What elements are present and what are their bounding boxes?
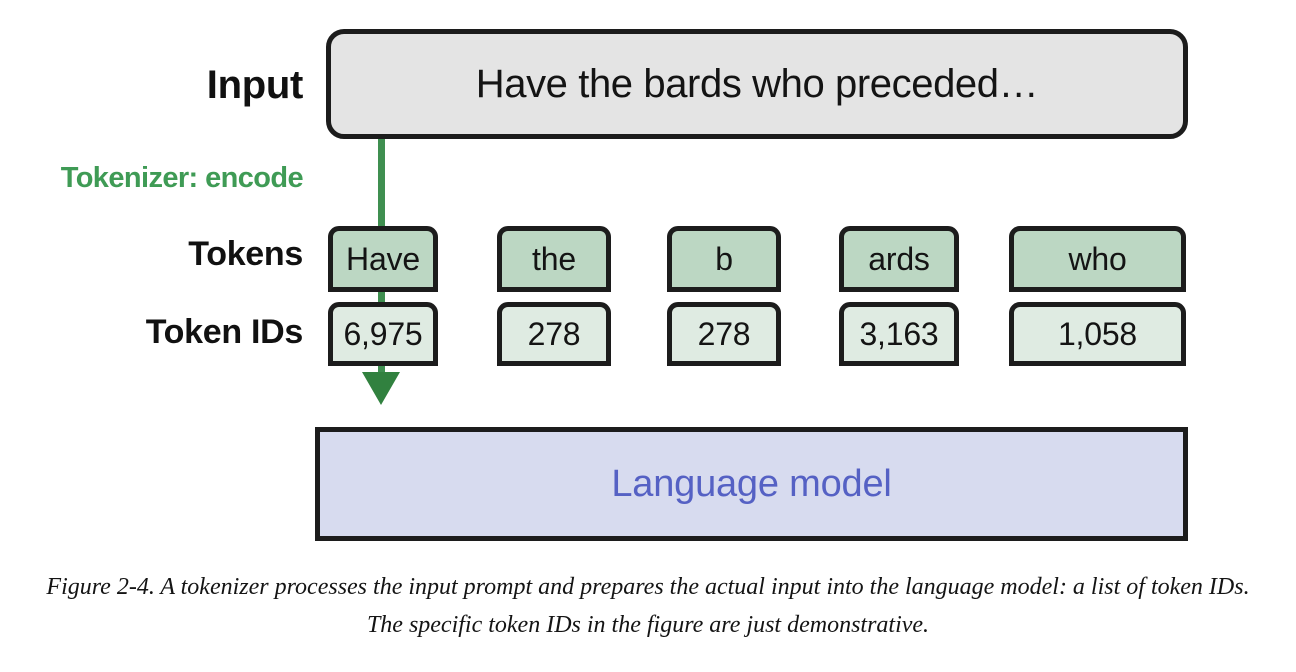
label-tokens: Tokens (188, 235, 303, 273)
language-model-text: Language model (611, 462, 892, 505)
label-tokenizer-encode: Tokenizer: encode (60, 162, 304, 194)
figure-caption: Figure 2-4. A tokenizer processes the in… (46, 574, 1250, 638)
token-id-cell: 3,163 (839, 302, 959, 366)
token-text: Have (346, 240, 420, 277)
label-token-ids: Token IDs (145, 313, 304, 351)
token-id-cell: 278 (497, 302, 611, 366)
token-id-text: 3,163 (859, 315, 939, 352)
token-text: who (1068, 240, 1127, 277)
token-cell: b (667, 226, 781, 292)
token-text: the (532, 240, 576, 277)
token-id-text: 278 (697, 315, 751, 352)
label-input: Input (206, 63, 304, 107)
tokenizer-arrow-head-icon (362, 372, 400, 405)
token-id-text: 6,975 (343, 315, 423, 352)
token-cell: the (497, 226, 611, 292)
language-model-box: Language model (315, 427, 1188, 541)
token-id-text: 278 (527, 315, 581, 352)
token-id-text: 1,058 (1057, 315, 1138, 352)
input-prompt-text: Have the bards who preceded… (475, 61, 1039, 106)
token-cell: who (1009, 226, 1186, 292)
token-text: ards (868, 240, 930, 277)
token-text: b (715, 240, 733, 277)
token-cell: ards (839, 226, 959, 292)
token-id-cell: 278 (667, 302, 781, 366)
token-id-cell: 6,975 (328, 302, 438, 366)
input-prompt-box: Have the bards who preceded… (326, 29, 1188, 139)
token-cell: Have (328, 226, 438, 292)
token-id-cell: 1,058 (1009, 302, 1186, 366)
